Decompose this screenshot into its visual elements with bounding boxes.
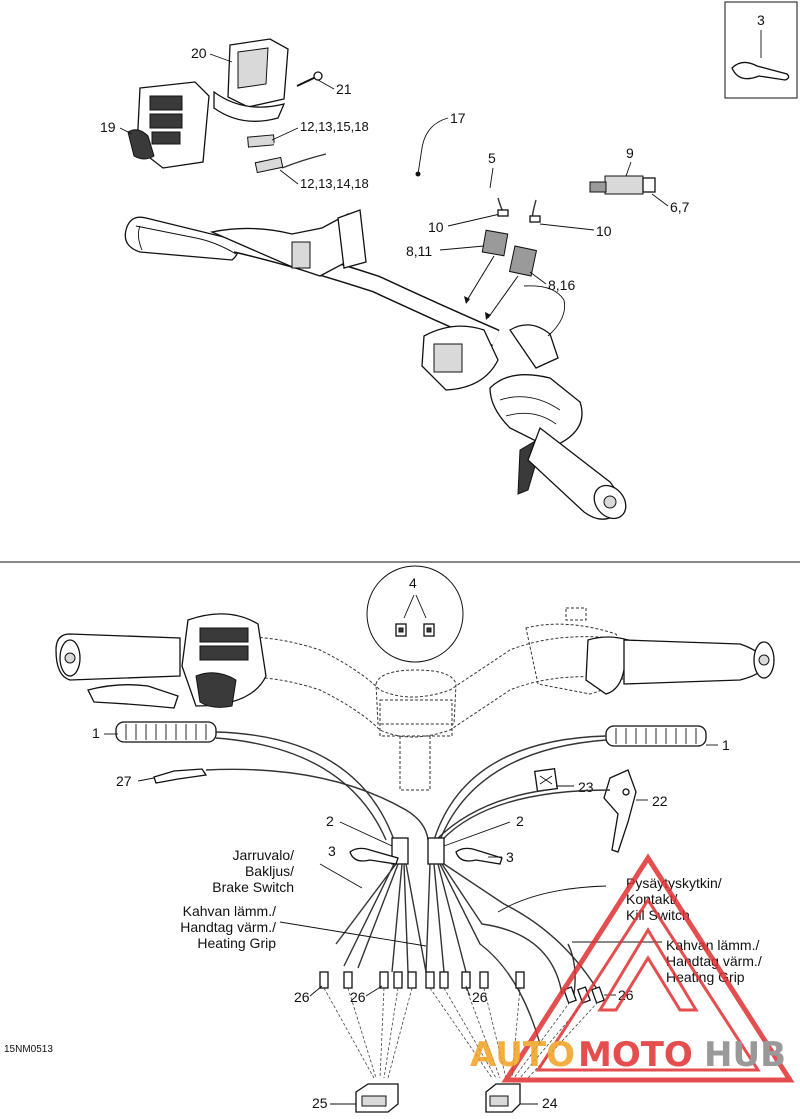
label-27: 27 [116,773,132,789]
cable-tie-right [455,847,503,865]
terminals [319,971,605,1004]
label-1-right: 1 [722,737,730,753]
cable-tie-icon [731,61,790,81]
left-grip-assembly [55,613,267,709]
label-26-a: 26 [294,989,310,1005]
screw [296,71,323,87]
right-grip-assembly [525,607,775,695]
label-3-right: 3 [506,849,514,865]
watermark-auto: AUTO [470,1035,575,1075]
watermark-hub: HUB [704,1035,786,1075]
clip-left [497,209,509,217]
handlebar-ghost [199,636,631,791]
label-26-c: 26 [472,989,488,1005]
svg-text:Pysäytyskytkin/: Pysäytyskytkin/ [626,875,722,891]
label-10-right: 10 [596,223,612,239]
diagram-code: 15NM0513 [4,1044,53,1055]
label-19: 19 [100,119,116,135]
svg-text:Jarruvalo/: Jarruvalo/ [233,847,295,863]
label-2-left: 2 [326,813,334,829]
watermark-logo: AUTO MOTO HUB [470,853,795,1083]
label-1-left: 1 [92,725,100,741]
label-8-16: 8,16 [548,277,575,293]
svg-text:Kahvan lämm./: Kahvan lämm./ [183,903,276,919]
bracket [603,769,637,853]
connector-block [589,175,656,195]
svg-text:Heating Grip: Heating Grip [197,935,276,951]
label-6-7: 6,7 [670,199,690,215]
plug-left [481,229,509,257]
handlebar-assembly-top [124,209,627,520]
connector-upper [247,134,284,174]
label-10-left: 10 [428,219,444,235]
connector-housing-24 [485,1083,521,1113]
label-26-b: 26 [350,989,366,1005]
label-24: 24 [542,1095,558,1111]
label-22: 22 [652,793,668,809]
cable-tie-left [349,847,399,865]
switch-cover [213,38,289,122]
svg-text:Bakljus/: Bakljus/ [245,863,294,879]
routing-dashes [323,987,599,1079]
clamp-callout: 4 [366,565,464,663]
label-20: 20 [191,45,207,61]
label-4: 4 [409,575,417,591]
heating-element-right [605,725,707,747]
svg-text:Handtag värm./: Handtag värm./ [180,919,276,935]
label-12-13-14-18: 12,13,14,18 [300,176,369,191]
label-23: 23 [578,779,594,795]
connector-housing-25 [355,1083,399,1113]
watermark-moto: MOTO [578,1035,693,1075]
heating-element-left [115,721,217,743]
label-17: 17 [450,110,466,126]
svg-text:Kahvan lämm./: Kahvan lämm./ [666,937,759,953]
label-5: 5 [488,150,496,166]
svg-text:Kontakt/: Kontakt/ [626,891,677,907]
heating-grip-annotation-left: Kahvan lämm./ Handtag värm./ Heating Gri… [180,903,427,951]
label-3-left: 3 [328,843,336,859]
label-25: 25 [312,1095,328,1111]
label-8-11: 8,11 [406,243,432,259]
switch-housing [127,81,210,169]
label-9: 9 [626,145,634,161]
label-3-inset: 3 [757,12,765,28]
brake-switch-annotation: Jarruvalo/ Bakljus/ Brake Switch [212,847,363,895]
grommet [533,767,559,793]
label-12-13-15-18: 12,13,15,18 [300,119,369,134]
sensor [153,768,429,841]
label-2-right: 2 [516,813,524,829]
svg-text:Brake Switch: Brake Switch [212,879,294,895]
clip-right [529,215,541,223]
plug-right [508,245,538,277]
harness-wires-bottom [215,731,611,1045]
inset-box-cable-tie: 3 [724,1,798,99]
label-21: 21 [336,81,352,97]
